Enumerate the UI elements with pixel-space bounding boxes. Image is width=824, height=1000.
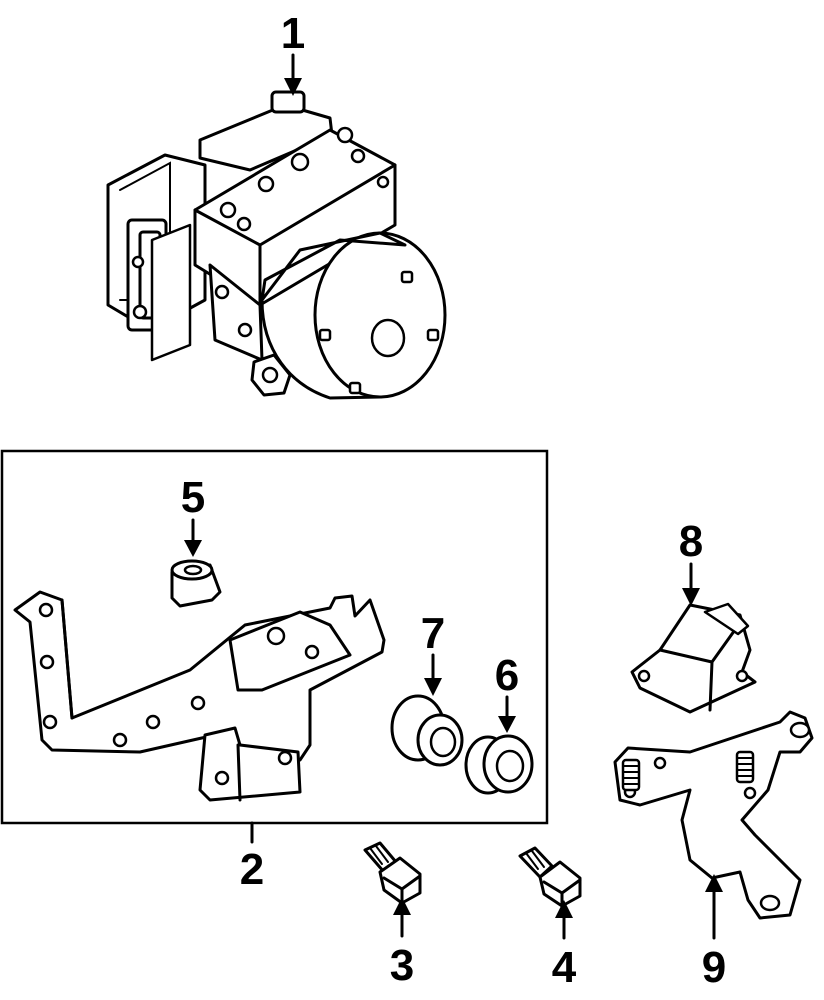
part-7-grommet[interactable] (390, 694, 464, 767)
part-3-bolt[interactable] (363, 841, 422, 905)
arrow-8 (682, 588, 700, 606)
callout-7: 7 (421, 609, 445, 658)
callout-1: 1 (281, 9, 305, 58)
arrow-4 (555, 900, 573, 918)
part-2-group-box (0, 449, 549, 825)
callout-3: 3 (390, 941, 414, 990)
arrow-6 (498, 716, 516, 733)
callout-9: 9 (702, 943, 726, 992)
part-5-bushing[interactable] (170, 559, 222, 608)
arrow-3 (393, 897, 411, 915)
part-4-bolt[interactable] (518, 846, 582, 908)
arrow-7 (424, 678, 442, 696)
callout-2: 2 (240, 845, 264, 894)
arrow-1 (284, 78, 302, 96)
part-1-abs-modulator[interactable] (106, 90, 447, 400)
part-8-sensor[interactable] (630, 602, 757, 714)
callout-5: 5 (181, 473, 205, 522)
callout-4: 4 (552, 943, 577, 992)
part-9-sensor-bracket[interactable] (613, 710, 814, 920)
modulator-bracket[interactable] (13, 590, 386, 802)
callout-6: 6 (495, 651, 519, 700)
callout-8: 8 (679, 517, 703, 566)
part-6-grommet[interactable] (464, 734, 534, 795)
arrow-5 (184, 540, 202, 557)
arrow-9 (705, 874, 723, 892)
